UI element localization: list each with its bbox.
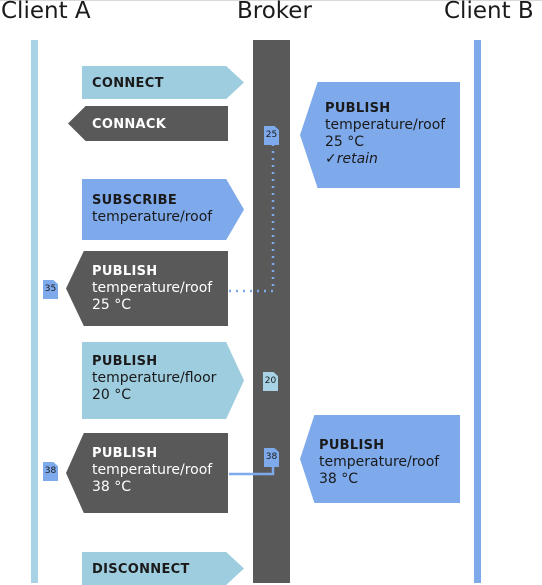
- publish-message-b1: PUBLISH temperature/roof 25 °C ✓retain: [300, 82, 460, 188]
- publish-a1-label: PUBLISH: [92, 264, 158, 279]
- message-badge-20: 20: [263, 372, 278, 391]
- message-badge-38-broker: 38: [264, 448, 279, 467]
- subscribe-message: SUBSCRIBE temperature/roof: [82, 179, 244, 240]
- publish-a2-value: 20 °C: [92, 387, 132, 403]
- publish-a1-topic: temperature/roof: [92, 280, 213, 296]
- disconnect-label: DISCONNECT: [92, 562, 190, 577]
- publish-a3-value: 38 °C: [92, 479, 132, 495]
- connect-message: CONNECT: [82, 66, 244, 99]
- publish-message-a3: PUBLISH temperature/roof 38 °C: [66, 433, 228, 513]
- connect-label: CONNECT: [92, 76, 164, 91]
- publish-b1-value: 25 °C: [325, 134, 365, 150]
- client-a-header: Client A: [1, 0, 91, 24]
- publish-message-b2: PUBLISH temperature/roof 38 °C: [300, 415, 460, 503]
- client-b-lifeline: [474, 40, 481, 583]
- publish-b2-label: PUBLISH: [319, 438, 385, 453]
- publish-a2-label: PUBLISH: [92, 354, 158, 369]
- publish-a2-topic: temperature/floor: [92, 370, 217, 386]
- client-a-lifeline: [31, 40, 38, 583]
- publish-a3-topic: temperature/roof: [92, 462, 213, 478]
- publish-a1-value: 25 °C: [92, 297, 132, 313]
- top-rule: [0, 0, 542, 1]
- publish-a3-label: PUBLISH: [92, 446, 158, 461]
- stored-message-badge-25: 25: [264, 126, 279, 145]
- message-badge-38-client: 38: [43, 462, 58, 481]
- subscribe-topic: temperature/roof: [92, 209, 213, 225]
- broker-header: Broker: [237, 0, 312, 24]
- subscribe-label: SUBSCRIBE: [92, 193, 178, 208]
- connack-label: CONNACK: [92, 117, 167, 132]
- publish-message-a2: PUBLISH temperature/floor 20 °C: [82, 342, 244, 419]
- publish-b1-topic: temperature/roof: [325, 117, 446, 133]
- publish-message-a1: PUBLISH temperature/roof 25 °C: [66, 251, 228, 326]
- publish-b2-topic: temperature/roof: [319, 454, 440, 470]
- publish-b2-value: 38 °C: [319, 471, 359, 487]
- connack-message: CONNACK: [68, 106, 228, 141]
- publish-b1-label: PUBLISH: [325, 101, 391, 116]
- disconnect-message: DISCONNECT: [82, 552, 244, 585]
- message-badge-35: 35: [43, 280, 58, 299]
- client-b-header: Client B: [444, 0, 534, 24]
- publish-b1-retain-flag: ✓retain: [325, 151, 378, 167]
